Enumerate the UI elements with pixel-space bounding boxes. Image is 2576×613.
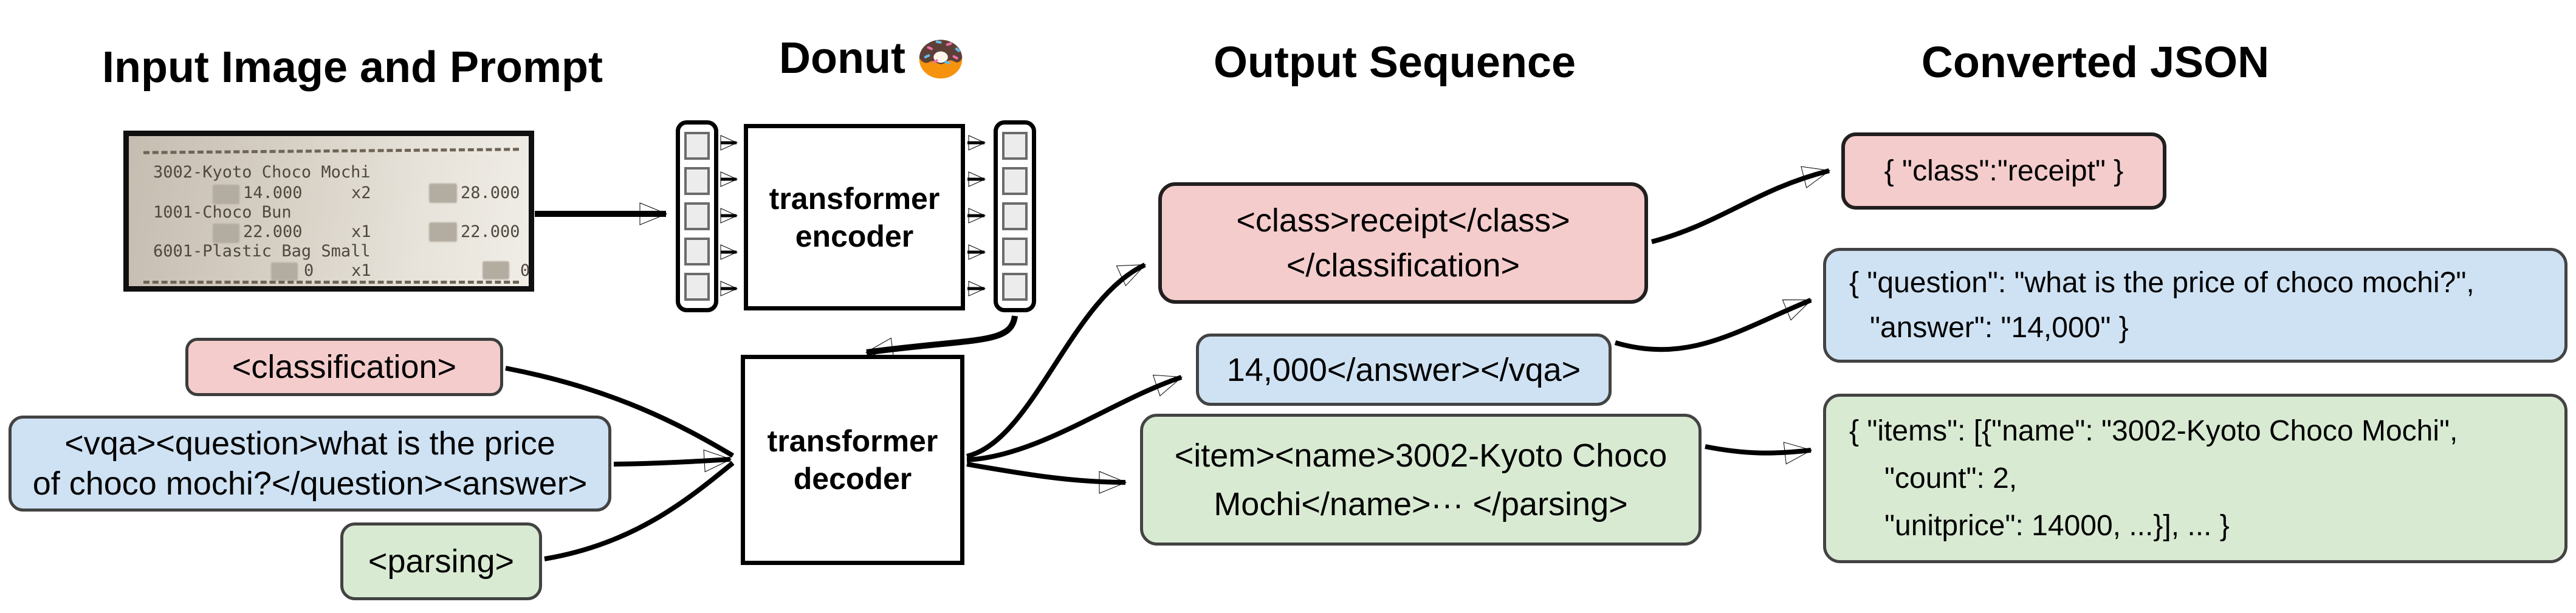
redaction-block xyxy=(429,183,457,203)
encoder-label-line2: encoder xyxy=(795,219,914,253)
patch-column-input xyxy=(676,120,718,312)
encoder-label-line1: transformer xyxy=(769,181,940,216)
json-column-title: Converted JSON xyxy=(1921,38,2270,87)
classification-json-text: { "class":"receipt" } xyxy=(1884,154,2124,187)
receipt-total-price: 0 xyxy=(520,261,531,280)
vqa-json-line2: "answer": "14,000" } xyxy=(1870,311,2129,344)
donut-emoji-icon xyxy=(919,39,963,79)
arrow-encoder-to-decoder xyxy=(865,315,1018,360)
arrows-prompts-to-decoder xyxy=(505,366,735,561)
patch-square xyxy=(684,167,710,195)
receipt-unit-price: 0 xyxy=(304,261,314,280)
parsing-json-box: { "items": [{"name": "3002-Kyoto Choco M… xyxy=(1823,394,2567,563)
redaction-block xyxy=(213,185,239,204)
patch-square xyxy=(1002,202,1028,230)
receipt-total-price: 28.000 xyxy=(461,183,520,202)
arrows-decoder-to-outputs xyxy=(966,262,1183,494)
model-title-label: Donut xyxy=(779,34,905,83)
redaction-block xyxy=(483,261,509,279)
parsing-output-line2: Mochi</name>··· </parsing> xyxy=(1214,485,1628,522)
model-column-title: Donut xyxy=(779,32,967,83)
patch-square xyxy=(684,202,710,230)
parsing-prompt-box: <parsing> xyxy=(340,522,542,600)
receipt-unit-price: 14.000 xyxy=(243,183,303,202)
transformer-encoder-box: transformer encoder xyxy=(744,124,965,310)
arrows-outputs-to-json xyxy=(1614,166,1831,465)
vqa-prompt-text-line2: of choco mochi?</question><answer> xyxy=(32,465,588,502)
parsing-output-line1: <item><name>3002-Kyoto Choco xyxy=(1174,437,1668,474)
parsing-json-line2: "count": 2, xyxy=(1884,462,2018,495)
patch-square xyxy=(684,238,710,265)
vqa-json-box: { "question": "what is the price of choc… xyxy=(1823,248,2567,363)
decoder-label-line1: transformer xyxy=(767,424,938,458)
decoder-label-line2: decoder xyxy=(793,462,912,496)
vqa-prompt-box: <vqa><question>what is the price of choc… xyxy=(9,416,611,512)
receipt-price-row: 22.000 x1 22.000 xyxy=(129,222,529,245)
receipt-item-name: 1001-Choco Bun xyxy=(153,203,292,222)
parsing-output-box: <item><name>3002-Kyoto Choco Mochi</name… xyxy=(1140,414,1702,546)
classification-prompt-box: <classification> xyxy=(185,338,503,396)
receipt-quantity: x1 xyxy=(351,222,371,241)
receipt-price-row: 0 x1 0 xyxy=(129,261,531,284)
patch-square xyxy=(1002,238,1028,265)
classification-output-line2: </classification> xyxy=(1286,247,1520,284)
redaction-block xyxy=(213,224,239,243)
patch-square xyxy=(684,273,710,301)
classification-json-box: { "class":"receipt" } xyxy=(1841,132,2166,210)
classification-output-box: <class>receipt</class> </classification> xyxy=(1158,182,1648,304)
input-column-title: Input Image and Prompt xyxy=(101,43,603,92)
patch-square xyxy=(1002,167,1028,195)
receipt-total-price: 22.000 xyxy=(461,222,520,241)
transformer-decoder-box: transformer decoder xyxy=(741,355,964,565)
parsing-json-line1: { "items": [{"name": "3002-Kyoto Choco M… xyxy=(1849,414,2458,447)
receipt-dashed-line xyxy=(143,148,520,154)
output-column-title: Output Sequence xyxy=(1213,38,1576,87)
patch-square xyxy=(684,132,710,160)
parsing-prompt-text: <parsing> xyxy=(368,543,515,580)
receipt-dashed-line xyxy=(143,281,519,284)
redaction-block xyxy=(271,262,298,281)
receipt-image: 3002-Kyoto Choco Mochi 14.000 x2 28.000 … xyxy=(123,131,534,292)
receipt-item-name: 3002-Kyoto Choco Mochi xyxy=(153,163,371,182)
arrows-patches-to-encoder xyxy=(720,135,738,296)
classification-output-line1: <class>receipt</class> xyxy=(1236,202,1570,239)
classification-prompt-text: <classification> xyxy=(232,349,457,385)
vqa-output-text: 14,000</answer></vqa> xyxy=(1226,351,1581,388)
receipt-price-row: 14.000 x2 28.000 xyxy=(129,183,529,207)
patch-square xyxy=(1002,132,1028,160)
arrows-encoder-to-embeddings xyxy=(967,135,986,296)
receipt-quantity: x2 xyxy=(351,183,371,202)
vqa-output-box: 14,000</answer></vqa> xyxy=(1196,334,1612,406)
receipt-quantity: x1 xyxy=(351,261,371,280)
parsing-json-line3: "unitprice": 14000, ...}], ... } xyxy=(1884,509,2230,542)
patch-column-output xyxy=(994,120,1036,312)
patch-square xyxy=(1002,273,1028,301)
vqa-json-line1: { "question": "what is the price of choc… xyxy=(1849,266,2475,299)
receipt-unit-price: 22.000 xyxy=(243,222,303,241)
redaction-block xyxy=(429,222,457,242)
receipt-item-name: 6001-Plastic Bag Small xyxy=(153,242,371,261)
vqa-prompt-text-line1: <vqa><question>what is the price xyxy=(64,425,555,462)
